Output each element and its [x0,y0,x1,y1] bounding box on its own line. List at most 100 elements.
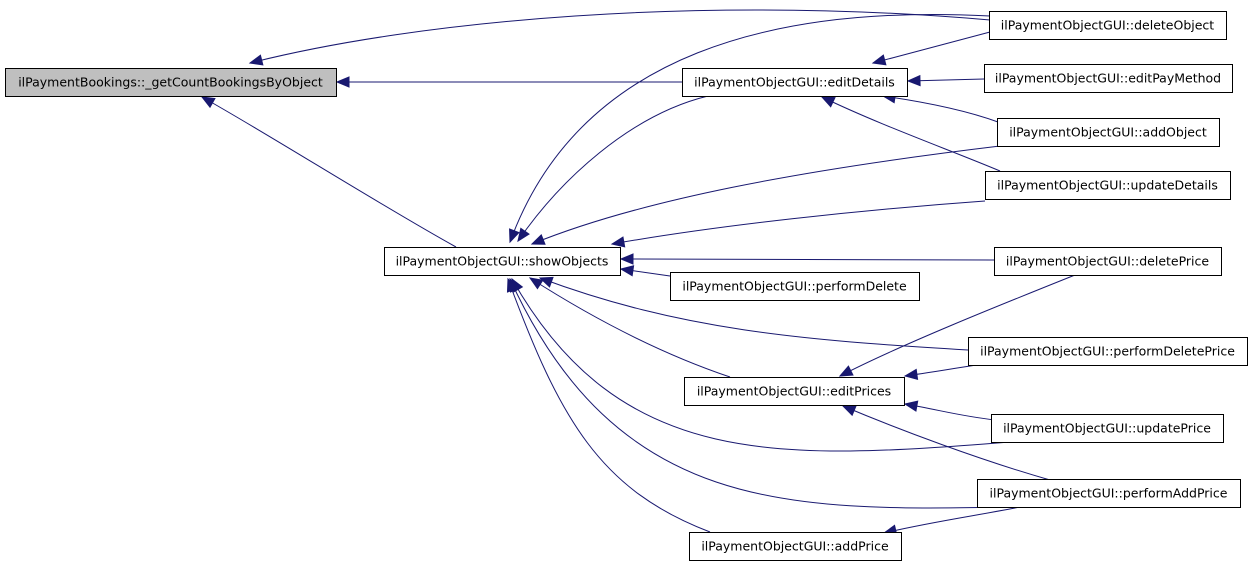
edge-arrowhead [248,54,264,66]
edges-layer [200,9,1076,536]
edge-line [509,13,991,243]
node-box[interactable] [977,479,1241,508]
edge-line [539,277,969,351]
node-box[interactable] [682,68,908,97]
edge-line [907,78,985,82]
edge-editPrices-to-showObjects [528,277,731,378]
edge-line [517,95,709,242]
node-box[interactable] [684,377,905,406]
node-label: ilPaymentObjectGUI::performAddPrice [990,486,1228,501]
node-editDetails[interactable]: ilPaymentObjectGUI::editDetails [682,68,908,97]
edge-arrowhead [906,74,921,87]
edge-arrowhead [619,253,634,265]
node-label: ilPaymentObjectGUI::deleteObject [1001,18,1215,33]
edge-performDelete-to-showObjects [619,265,671,277]
edge-line [529,277,731,378]
edge-line [842,405,1051,481]
node-addObject[interactable]: ilPaymentObjectGUI::addObject [997,118,1220,147]
node-label: ilPaymentObjectGUI::deletePrice [1006,254,1210,269]
node-updatePrice[interactable]: ilPaymentObjectGUI::updatePrice [991,414,1224,443]
edge-updatePrice-to-editPrices [903,400,996,421]
edge-performAddPrice-to-addPrice [882,506,1021,536]
edge-arrowhead [619,265,635,277]
edge-updateDetails-to-showObjects [610,200,986,248]
edge-deleteObject-to-getCount [248,9,991,66]
node-box[interactable] [384,247,621,276]
node-getCount[interactable]: ilPaymentBookings::_getCountBookingsByOb… [5,68,337,97]
edge-editDetails-to-getCount [335,76,682,88]
node-label: ilPaymentObjectGUI::addPrice [701,539,889,554]
edge-arrowhead [517,227,530,243]
edge-line [611,200,986,245]
node-label: ilPaymentObjectGUI::updatePrice [1003,421,1211,436]
node-addPrice[interactable]: ilPaymentObjectGUI::addPrice [689,532,902,561]
node-label: ilPaymentObjectGUI::showObjects [396,254,609,269]
edge-arrowhead [838,365,854,377]
edge-showObjects-to-getCount [200,96,457,248]
node-deletePrice[interactable]: ilPaymentObjectGUI::deletePrice [994,247,1222,276]
edge-addObject-to-editDetails [881,92,999,123]
edge-arrowhead [530,234,546,245]
edge-line [883,506,1021,534]
node-label: ilPaymentObjectGUI::addObject [1009,125,1207,140]
edge-line [904,403,996,421]
edge-arrowhead [335,76,350,88]
node-box[interactable] [689,532,902,561]
node-performDeletePrice[interactable]: ilPaymentObjectGUI::performDeletePrice [968,337,1248,366]
node-box[interactable] [670,272,920,301]
node-box[interactable] [991,414,1224,443]
edge-arrowhead [903,400,919,412]
node-label: ilPaymentObjectGUI::editDetails [694,75,895,90]
edge-line [882,95,999,123]
edge-line [249,9,991,64]
edge-addPrice-to-showObjects [506,277,711,533]
node-editPrices[interactable]: ilPaymentObjectGUI::editPrices [684,377,905,406]
edge-arrowhead [841,405,857,417]
node-label: ilPaymentObjectGUI::updateDetails [997,178,1218,193]
node-box[interactable] [997,118,1220,147]
node-box[interactable] [984,64,1233,93]
nodes-layer: ilPaymentBookings::_getCountBookingsByOb… [5,11,1248,561]
node-performAddPrice[interactable]: ilPaymentObjectGUI::performAddPrice [977,479,1241,508]
edge-updateDetails-to-editDetails [820,96,1001,172]
node-performDelete[interactable]: ilPaymentObjectGUI::performDelete [670,272,920,301]
edge-line [507,278,711,533]
edge-line [872,31,991,64]
node-box[interactable] [985,171,1231,200]
node-box[interactable] [989,11,1227,40]
edge-updatePrice-to-showObjects [511,277,1011,452]
edge-deleteObject-to-editDetails [871,31,991,66]
edge-line [531,145,1001,245]
edge-line [821,96,1001,172]
edge-deletePrice-to-showObjects [619,253,995,265]
edge-editPayMethod-to-editDetails [906,74,985,87]
edge-addObject-to-showObjects [530,145,1001,245]
edge-arrowhead [528,277,544,290]
edge-line [839,274,1076,377]
node-deleteObject[interactable]: ilPaymentObjectGUI::deleteObject [989,11,1227,40]
edge-editDetails-to-showObjects [517,95,709,243]
edge-line [620,258,995,261]
node-editPayMethod[interactable]: ilPaymentObjectGUI::editPayMethod [984,64,1233,93]
edge-arrowhead [509,228,520,244]
edge-arrowhead [506,277,518,293]
node-showObjects[interactable]: ilPaymentObjectGUI::showObjects [384,247,621,276]
edge-line [201,96,457,248]
edge-arrowhead [200,96,216,109]
edge-arrowhead [820,96,836,108]
edge-line [511,278,1011,452]
node-box[interactable] [5,68,337,97]
node-label: ilPaymentObjectGUI::editPayMethod [995,71,1221,86]
edge-deleteObject-to-showObjects [509,13,991,244]
node-box[interactable] [968,337,1248,366]
edge-arrowhead [903,368,919,381]
edge-performAddPrice-to-editPrices [841,405,1051,481]
edge-line [509,278,1021,509]
node-updateDetails[interactable]: ilPaymentObjectGUI::updateDetails [985,171,1231,200]
edge-arrowhead [610,236,626,248]
node-label: ilPaymentObjectGUI::performDelete [682,279,907,294]
node-box[interactable] [994,247,1222,276]
edge-arrowhead [871,54,887,66]
node-label: ilPaymentObjectGUI::editPrices [697,384,891,399]
